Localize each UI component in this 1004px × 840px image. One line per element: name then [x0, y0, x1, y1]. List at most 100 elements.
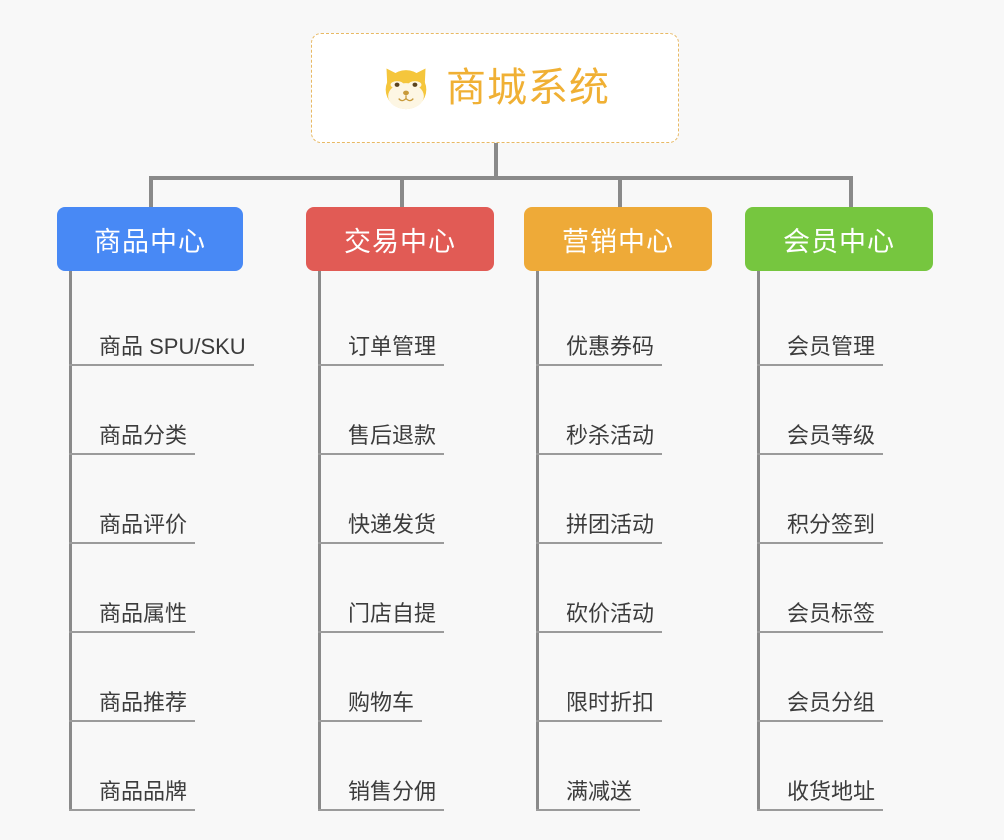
- leaf-label: 商品 SPU/SKU: [99, 333, 246, 359]
- root-title: 商城系统: [446, 66, 610, 110]
- branch-spine-1: [69, 271, 72, 811]
- branch-header-3[interactable]: 营销中心: [524, 207, 712, 271]
- branch-spine-4: [757, 271, 760, 811]
- leaf-item[interactable]: 商品推荐: [69, 633, 246, 722]
- branch-column-2: 交易中心 订单管理 售后退款 快递发货 门店自提 购物车: [306, 207, 494, 811]
- leaf-label: 会员等级: [787, 422, 876, 448]
- leaf-item[interactable]: 销售分佣: [318, 722, 494, 811]
- leaf-underline: [318, 542, 445, 544]
- connector-drop-4: [849, 176, 853, 210]
- leaf-item[interactable]: 订单管理: [318, 277, 494, 366]
- leaf-item[interactable]: 快递发货: [318, 455, 494, 544]
- leaf-label: 商品品牌: [99, 778, 188, 804]
- leaf-label: 会员管理: [787, 333, 876, 359]
- leaf-underline: [536, 453, 663, 455]
- leaf-label: 商品推荐: [99, 689, 188, 715]
- leaf-underline: [536, 720, 663, 722]
- branch-spine-2: [318, 271, 321, 811]
- leaf-underline: [757, 809, 884, 811]
- leaf-label: 满减送: [566, 778, 633, 804]
- branch-header-1[interactable]: 商品中心: [57, 207, 243, 271]
- branch-header-4[interactable]: 会员中心: [745, 207, 933, 271]
- leaf-underline: [757, 453, 884, 455]
- root-node[interactable]: 商城系统: [311, 33, 679, 143]
- branch-leaf-list-1: 商品 SPU/SKU 商品分类 商品评价 商品属性 商品推荐 商品品牌: [69, 271, 254, 811]
- leaf-item[interactable]: 购物车: [318, 633, 494, 722]
- branch-column-3: 营销中心 优惠券码 秒杀活动 拼团活动 砍价活动 限时折扣: [524, 207, 712, 811]
- leaf-label: 快递发货: [348, 511, 437, 537]
- branch-header-2[interactable]: 交易中心: [306, 207, 494, 271]
- connector-root-stem: [494, 143, 498, 179]
- branch-column-4: 会员中心 会员管理 会员等级 积分签到 会员标签 会员分组: [745, 207, 933, 811]
- leaf-underline: [757, 542, 884, 544]
- connector-drop-1: [149, 176, 153, 210]
- leaf-item[interactable]: 商品属性: [69, 544, 246, 633]
- leaf-underline: [757, 364, 884, 366]
- branch-leaf-list-2: 订单管理 售后退款 快递发货 门店自提 购物车 销售分佣: [318, 271, 494, 811]
- leaf-item[interactable]: 优惠券码: [536, 277, 712, 366]
- branch-column-1: 商品中心 商品 SPU/SKU 商品分类 商品评价 商品属性 商品推荐: [57, 207, 254, 811]
- leaf-item[interactable]: 收货地址: [757, 722, 933, 811]
- leaf-underline: [318, 720, 423, 722]
- leaf-underline: [69, 720, 196, 722]
- leaf-item[interactable]: 商品品牌: [69, 722, 246, 811]
- leaf-underline: [69, 453, 196, 455]
- branch-header-label: 营销中心: [562, 226, 674, 257]
- leaf-item[interactable]: 满减送: [536, 722, 712, 811]
- leaf-label: 秒杀活动: [566, 422, 655, 448]
- leaf-underline: [757, 720, 884, 722]
- leaf-label: 销售分佣: [348, 778, 437, 804]
- leaf-label: 积分签到: [787, 511, 876, 537]
- leaf-item[interactable]: 砍价活动: [536, 544, 712, 633]
- leaf-item[interactable]: 会员等级: [757, 366, 933, 455]
- leaf-underline: [318, 453, 445, 455]
- leaf-underline: [536, 809, 641, 811]
- leaf-underline: [536, 542, 663, 544]
- leaf-underline: [318, 631, 445, 633]
- leaf-underline: [757, 631, 884, 633]
- leaf-label: 优惠券码: [566, 333, 655, 359]
- leaf-item[interactable]: 拼团活动: [536, 455, 712, 544]
- leaf-item[interactable]: 秒杀活动: [536, 366, 712, 455]
- leaf-label: 拼团活动: [566, 511, 655, 537]
- leaf-label: 限时折扣: [566, 689, 655, 715]
- leaf-underline: [69, 542, 196, 544]
- leaf-label: 商品属性: [99, 600, 188, 626]
- branch-header-label: 会员中心: [783, 226, 895, 257]
- leaf-item[interactable]: 会员管理: [757, 277, 933, 366]
- leaf-label: 收货地址: [787, 778, 876, 804]
- shiba-dog-face-icon: [380, 62, 432, 114]
- leaf-label: 会员分组: [787, 689, 876, 715]
- leaf-underline: [69, 809, 196, 811]
- leaf-item[interactable]: 商品评价: [69, 455, 246, 544]
- leaf-label: 商品评价: [99, 511, 188, 537]
- connector-horizontal-bus: [149, 176, 853, 180]
- leaf-underline: [318, 364, 445, 366]
- connector-drop-3: [618, 176, 622, 210]
- leaf-underline: [69, 631, 196, 633]
- leaf-label: 商品分类: [99, 422, 188, 448]
- leaf-label: 门店自提: [348, 600, 437, 626]
- connector-drop-2: [400, 176, 404, 210]
- branch-leaf-list-4: 会员管理 会员等级 积分签到 会员标签 会员分组 收货地址: [757, 271, 933, 811]
- leaf-label: 售后退款: [348, 422, 437, 448]
- leaf-item[interactable]: 积分签到: [757, 455, 933, 544]
- leaf-label: 会员标签: [787, 600, 876, 626]
- branch-header-label: 商品中心: [94, 226, 206, 257]
- leaf-item[interactable]: 会员分组: [757, 633, 933, 722]
- leaf-underline: [318, 809, 445, 811]
- leaf-item[interactable]: 商品 SPU/SKU: [69, 277, 254, 366]
- leaf-item[interactable]: 门店自提: [318, 544, 494, 633]
- leaf-item[interactable]: 售后退款: [318, 366, 494, 455]
- leaf-item[interactable]: 限时折扣: [536, 633, 712, 722]
- leaf-label: 购物车: [348, 689, 415, 715]
- branch-header-label: 交易中心: [344, 226, 456, 257]
- leaf-item[interactable]: 商品分类: [69, 366, 246, 455]
- leaf-label: 砍价活动: [566, 600, 655, 626]
- branch-spine-3: [536, 271, 539, 811]
- leaf-label: 订单管理: [348, 333, 437, 359]
- leaf-underline: [536, 631, 663, 633]
- leaf-underline: [536, 364, 663, 366]
- leaf-item[interactable]: 会员标签: [757, 544, 933, 633]
